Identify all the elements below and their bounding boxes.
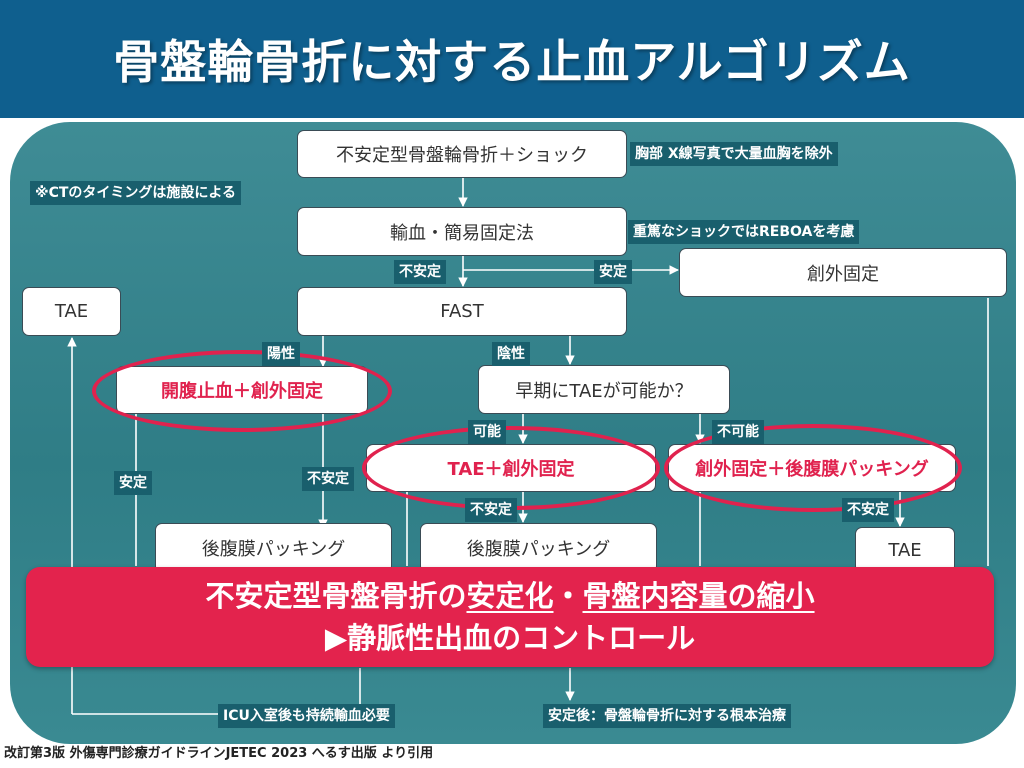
label-positive: 陽性 (262, 342, 300, 366)
highlight-ellipse-fixation-packing (664, 424, 962, 512)
label-possible: 可能 (468, 420, 506, 444)
label-impossible: 不可能 (712, 420, 764, 444)
label-unstable-3: 不安定 (465, 498, 517, 522)
banner-text-c: ・ (553, 579, 583, 613)
label-negative: 陰性 (492, 342, 530, 366)
label-unstable-4: 不安定 (842, 498, 894, 522)
label-stable-2: 安定 (114, 471, 152, 495)
banner-line-1: 不安定型骨盤骨折の安定化・骨盤内容量の縮小 (205, 575, 814, 617)
banner-line-2: ▶静脈性出血のコントロール (324, 621, 696, 655)
page-title: 骨盤輪骨折に対する止血アルゴリズム (113, 35, 911, 89)
tae-right-box: TAE (855, 527, 955, 573)
definitive-treatment-note: 安定後：骨盤輪骨折に対する根本治療 (543, 704, 791, 728)
ct-timing-note: ※CTのタイミングは施設による (30, 181, 242, 205)
chest-xray-note: 胸部 X線写真で大量血胸を除外 (630, 142, 838, 166)
citation: 改訂第3版 外傷専門診療ガイドラインJETEC 2023 へるす出版 より引用 (4, 746, 434, 761)
reboa-note: 重篤なショックではREBOAを考慮 (628, 220, 860, 244)
label-stable-1: 安定 (594, 260, 632, 284)
fast-box: FAST (297, 287, 627, 336)
header-bar: 骨盤輪骨折に対する止血アルゴリズム (0, 0, 1024, 118)
unstable-shock-box: 不安定型骨盤輪骨折＋ショック (297, 130, 627, 178)
banner-text-a: 不安定型骨盤骨折の (205, 579, 467, 613)
banner-text-b: 安定化 (466, 579, 554, 613)
packing-mid-box: 後腹膜パッキング (420, 523, 657, 573)
external-fixation-box: 創外固定 (679, 248, 1007, 297)
highlight-ellipse-laparotomy (92, 350, 392, 432)
banner-text-d: 骨盤内容量の縮小 (582, 579, 815, 613)
tae-left-box: TAE (22, 287, 121, 336)
icu-note: ICU入室後も持続輸血必要 (218, 704, 395, 728)
summary-banner: 不安定型骨盤骨折の安定化・骨盤内容量の縮小 ▶静脈性出血のコントロール (26, 567, 994, 667)
early-tae-box: 早期にTAEが可能か？ (478, 365, 730, 414)
label-unstable-1: 不安定 (394, 260, 446, 284)
label-unstable-2: 不安定 (302, 467, 354, 491)
packing-left-box: 後腹膜パッキング (155, 523, 392, 573)
transfusion-box: 輸血・簡易固定法 (297, 207, 627, 256)
